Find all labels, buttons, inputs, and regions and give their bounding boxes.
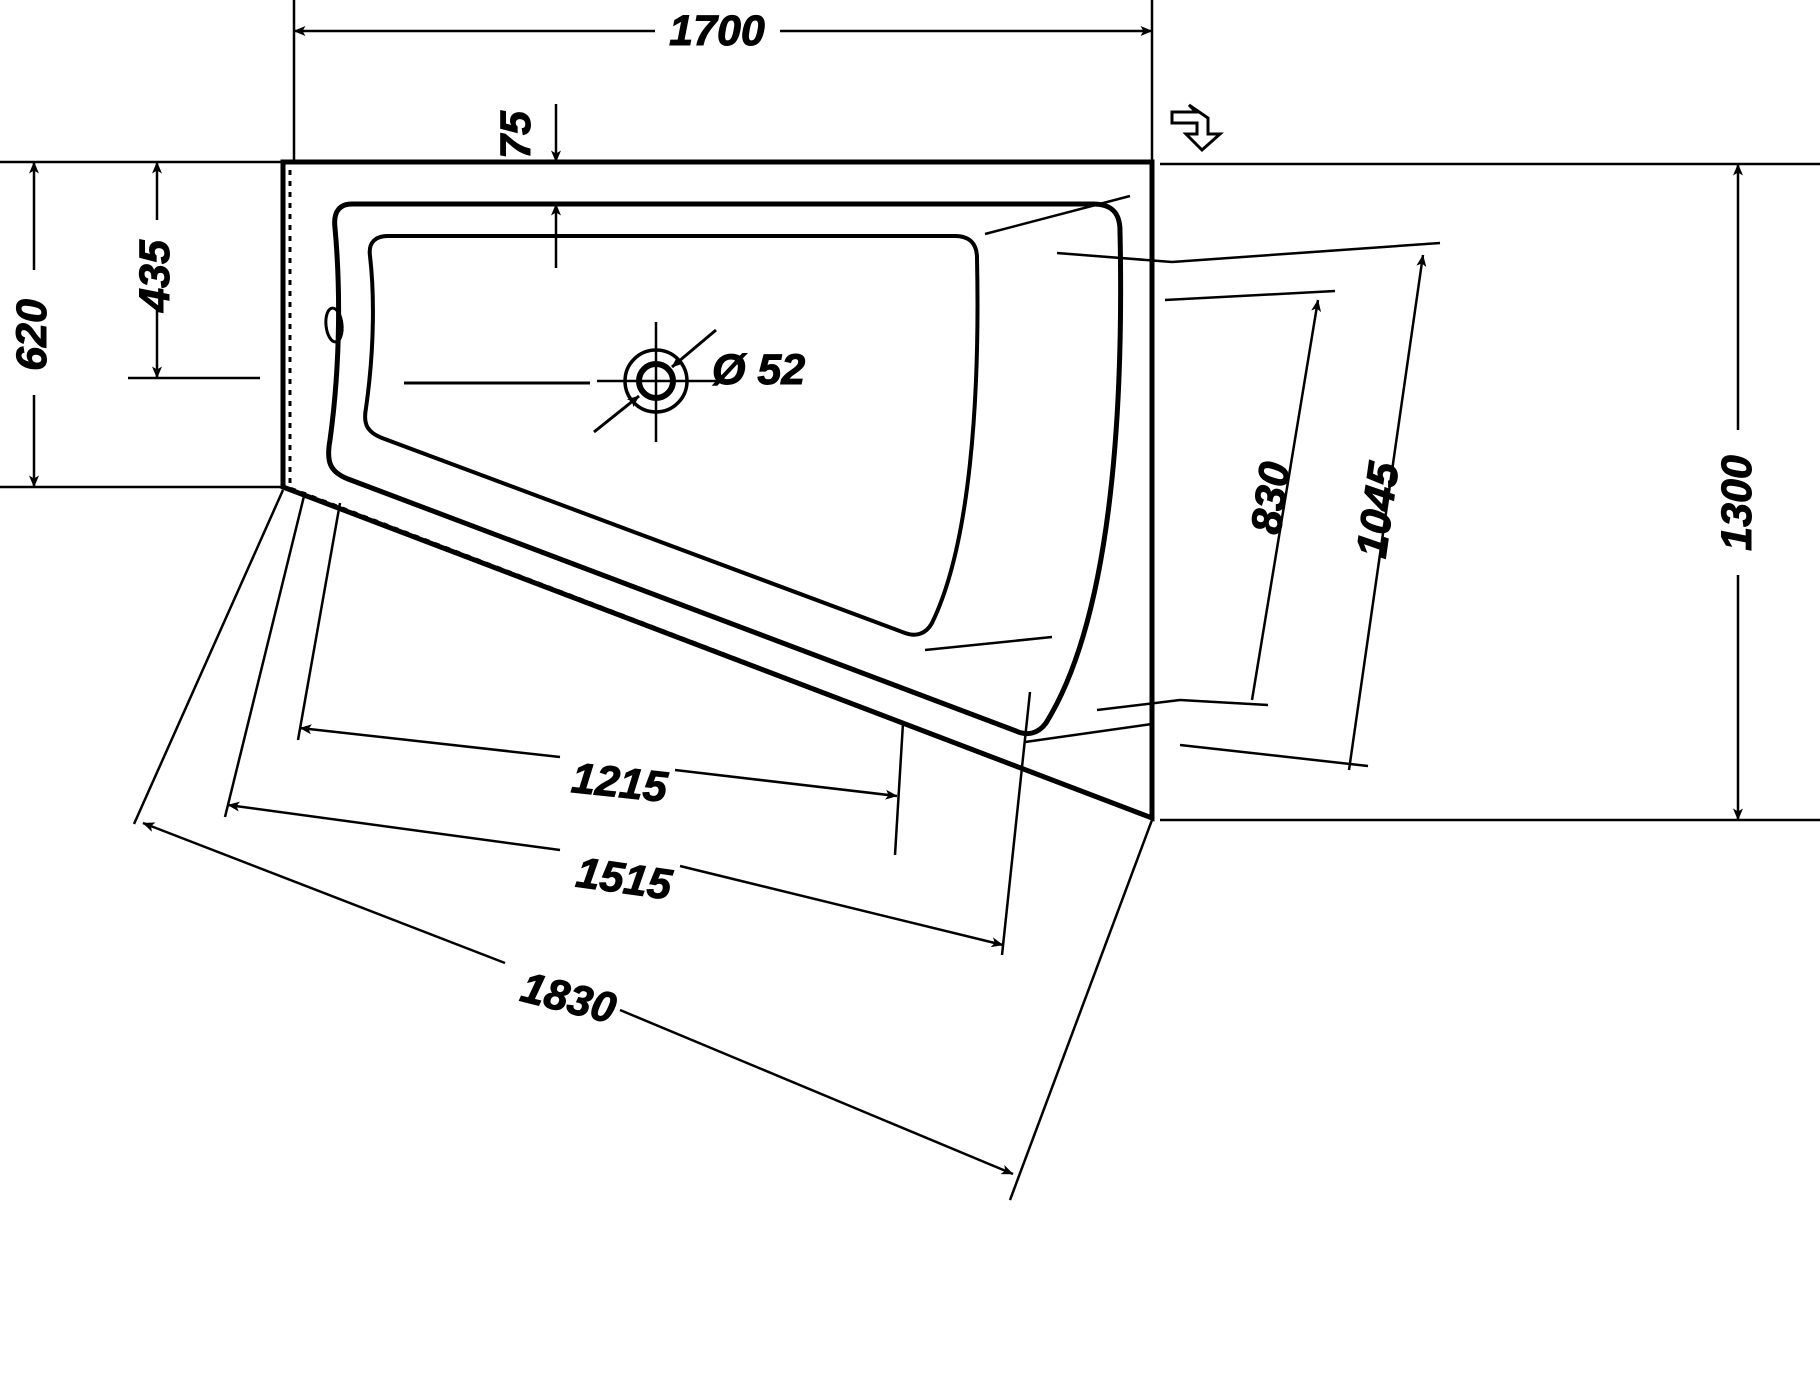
dimension-length-830 bbox=[1250, 299, 1322, 701]
overflow-hole-icon bbox=[324, 306, 344, 344]
dimension-length-1830 bbox=[142, 821, 1014, 1176]
dimension-length-1045 bbox=[1347, 254, 1427, 771]
dimension-label-1215: 1215 bbox=[569, 754, 670, 812]
dimension-right-extension-lines bbox=[1160, 162, 1820, 822]
dimension-label-1300: 1300 bbox=[1713, 455, 1761, 551]
dimension-label-diameter-52: Ø 52 bbox=[712, 346, 805, 394]
dimension-label-620: 620 bbox=[8, 299, 56, 371]
tub-rim-outline bbox=[326, 201, 1124, 737]
dimension-bottom-extension-lines bbox=[132, 489, 1154, 1201]
dimension-length-1215 bbox=[299, 724, 898, 800]
tub-surface-seams bbox=[924, 194, 1181, 744]
dimension-label-1700: 1700 bbox=[669, 7, 765, 55]
dimension-label-435: 435 bbox=[131, 239, 179, 313]
dimension-length-1515 bbox=[227, 801, 1004, 948]
flow-direction-arrow-icon bbox=[1170, 103, 1224, 153]
drain-crosshair-icon bbox=[404, 322, 717, 442]
tub-outer-body bbox=[280, 159, 1155, 822]
dimension-label-75: 75 bbox=[492, 110, 540, 159]
dimension-label-1830: 1830 bbox=[516, 964, 621, 1034]
drain-diameter-leader bbox=[593, 328, 717, 434]
dimension-left-extension-lines bbox=[0, 160, 283, 489]
dimension-label-830: 830 bbox=[1242, 459, 1300, 537]
dimension-label-1515: 1515 bbox=[573, 849, 675, 910]
tub-bowl-outline bbox=[363, 234, 980, 637]
dimension-width-1700 bbox=[292, 0, 1154, 162]
dimension-label-1045: 1045 bbox=[1348, 458, 1409, 560]
